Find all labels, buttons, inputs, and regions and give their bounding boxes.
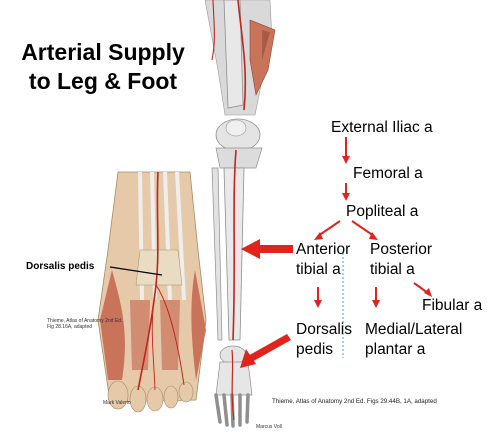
node-fibular: Fibular a: [422, 297, 483, 314]
node-popliteal: Popliteal a: [346, 203, 419, 220]
title-line-1: Arterial Supply: [21, 39, 185, 65]
foot-credit: Mark Valerio: [103, 400, 131, 406]
dorsalis-pedis-label: Dorsalis pedis: [26, 261, 95, 272]
foot-caption-line-1: Thieme, Atlas of Anatomy 2nd Ed.: [47, 318, 123, 324]
node-anterior-tibial: Anterior tibial a: [296, 240, 350, 280]
posterior-tibial-line-2: tibial a: [370, 261, 415, 278]
citation: Thieme, Atlas of Anatomy 2nd Ed. Figs 29…: [272, 398, 437, 405]
anterior-tibial-line-1: Anterior: [296, 241, 351, 258]
plantar-line-2: plantar a: [365, 341, 426, 358]
dorsalis-pedis-line-1: Dorsalis: [296, 321, 352, 338]
flowchart-arrows: [240, 137, 432, 368]
foot-caption-line-2: Fig 28.16A, adapted: [47, 324, 93, 330]
node-plantar: Medial/Lateral plantar a: [365, 320, 462, 360]
node-posterior-tibial: Posterior tibial a: [370, 240, 432, 280]
foot-caption: Thieme, Atlas of Anatomy 2nd Ed. Fig 28.…: [47, 318, 122, 330]
slide-title: Arterial Supply to Leg & Foot: [8, 38, 198, 96]
plantar-line-1: Medial/Lateral: [365, 321, 463, 338]
leg-credit: Marcus Voll: [256, 424, 282, 430]
foot-illustration: [97, 171, 207, 413]
title-line-2: to Leg & Foot: [28, 68, 178, 94]
leg-illustration: [204, 0, 276, 428]
posterior-tibial-line-1: Posterior: [370, 241, 433, 258]
anterior-tibial-line-2: tibial a: [296, 261, 341, 278]
node-dorsalis-pedis: Dorsalis pedis: [296, 320, 352, 360]
node-external-iliac: External Iliac a: [331, 119, 433, 136]
node-femoral: Femoral a: [353, 165, 423, 182]
dorsalis-pedis-line-2: pedis: [296, 341, 334, 358]
